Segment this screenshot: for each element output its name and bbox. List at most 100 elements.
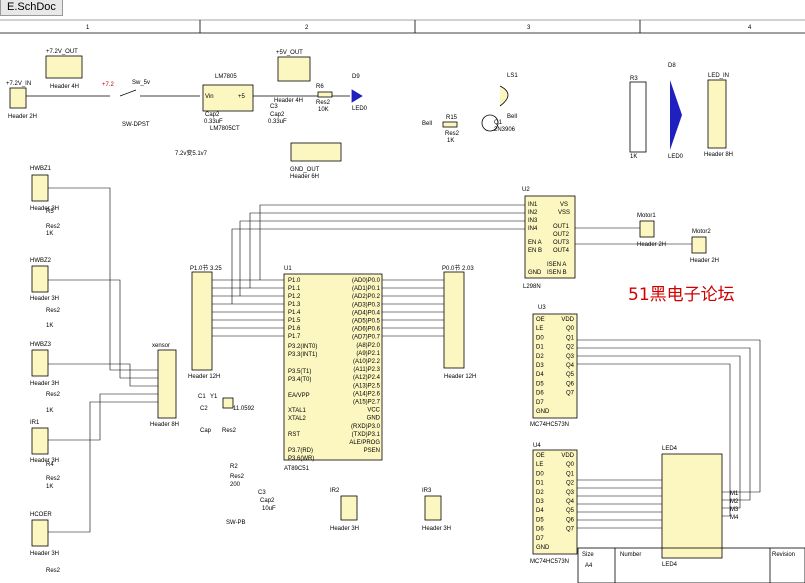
- document-tab[interactable]: E.SchDoc: [0, 0, 63, 16]
- motor2-header: Motor2 Header 2H: [690, 229, 719, 264]
- svg-text:OUT4: OUT4: [553, 248, 570, 254]
- sensor-ir3: IR3 Header 3H: [422, 488, 451, 532]
- svg-text:Motor1: Motor1: [637, 213, 656, 219]
- pin-label: P1.3: [288, 302, 301, 308]
- pin-label: LE: [536, 462, 543, 468]
- svg-text:Res2: Res2: [230, 474, 245, 480]
- svg-text:EN B: EN B: [528, 248, 542, 254]
- svg-text:1K: 1K: [630, 154, 637, 160]
- svg-text:ISEN B: ISEN B: [547, 270, 567, 276]
- pin-label: (A15)P2.7: [353, 400, 381, 406]
- pin-label: (AD3)P0.3: [352, 302, 381, 308]
- pin-label: D2: [536, 490, 544, 496]
- 5v-output-header: +5V_OUT Header 4H: [274, 50, 311, 104]
- forum-title: 51黑电子论坛: [628, 285, 735, 305]
- motor1-header: Motor1 Header 2H: [637, 213, 666, 248]
- pin-label: (AD5)P0.5: [352, 319, 381, 325]
- svg-text:HWBZ2: HWBZ2: [30, 258, 52, 264]
- pin-label: (AD0)P0.0: [352, 278, 381, 284]
- svg-text:R3: R3: [630, 76, 638, 82]
- gnd-out-header: GND_OUT Header 6H: [290, 142, 342, 180]
- svg-text:OUT2: OUT2: [553, 232, 570, 238]
- sensor-ir1: IR1 Header 3H R4 Res2 1K: [30, 420, 61, 490]
- svg-text:Res2: Res2: [46, 476, 61, 482]
- svg-text:Vin: Vin: [205, 94, 214, 100]
- pin-label: GND: [536, 545, 550, 551]
- svg-text:ISEN A: ISEN A: [547, 262, 566, 268]
- pin-label: P3.2(INT0): [288, 344, 317, 350]
- svg-text:M1: M1: [730, 491, 739, 497]
- svg-text:2N3906: 2N3906: [494, 127, 516, 133]
- pin-label: P1.6: [288, 326, 301, 332]
- svg-text:IR2: IR2: [330, 488, 340, 494]
- pin-label: Q2: [566, 481, 575, 487]
- pin-label: (A9)P2.1: [356, 351, 380, 357]
- svg-text:LED_IN: LED_IN: [708, 73, 729, 79]
- svg-text:HCOER: HCOER: [30, 512, 52, 518]
- svg-text:D8: D8: [668, 63, 676, 69]
- pin-label: P1.4: [288, 310, 301, 316]
- pin-label: EA/VPP: [288, 393, 310, 399]
- resistor-r6: R6 Res2 10K: [316, 84, 333, 113]
- pin-label: D4: [536, 508, 544, 514]
- svg-text:R4: R4: [46, 462, 54, 468]
- zone-number: 3: [527, 25, 531, 31]
- svg-text:D9: D9: [352, 74, 360, 80]
- pin-label: D5: [536, 381, 544, 387]
- pin-label: (AD1)P0.1: [352, 286, 381, 292]
- svg-text:A4: A4: [585, 563, 593, 569]
- pin-label: P3.3(INT1): [288, 352, 317, 358]
- svg-text:IN2: IN2: [528, 210, 538, 216]
- svg-text:Header 3H: Header 3H: [30, 551, 59, 557]
- svg-text:Header 8H: Header 8H: [704, 152, 733, 158]
- seven-segment-led4: LED4 LED4 M1 M2 M3 M4: [661, 446, 739, 568]
- svg-text:M4: M4: [730, 515, 739, 521]
- svg-text:Res2: Res2: [46, 568, 61, 574]
- zone-number: 2: [305, 25, 309, 31]
- svg-text:Header 3H: Header 3H: [30, 458, 59, 464]
- svg-text:Res2: Res2: [46, 392, 61, 398]
- pin-label: P3.6(WR): [288, 456, 314, 462]
- svg-text:R6: R6: [316, 84, 324, 90]
- svg-text:IN1: IN1: [528, 202, 538, 208]
- pin-label: GND: [367, 416, 381, 422]
- sensor-hwbz2: HWBZ2 Header 3H Res2 1K: [30, 258, 61, 329]
- svg-text:VSS: VSS: [558, 210, 570, 216]
- svg-text:1K: 1K: [46, 484, 53, 490]
- pin-label: GND: [536, 409, 550, 415]
- pin-label: D6: [536, 527, 544, 533]
- svg-text:U2: U2: [522, 187, 530, 193]
- pin-label: XTAL1: [288, 408, 307, 414]
- pin-label: D0: [536, 335, 544, 341]
- svg-text:+7.2V_IN: +7.2V_IN: [6, 81, 31, 87]
- svg-text:Header 2H: Header 2H: [637, 242, 666, 248]
- svg-text:LED0: LED0: [668, 154, 684, 160]
- voltage-note: 7.2v变5.1v7: [175, 149, 208, 157]
- sensor-hwbz1: HWBZ1 Header 3H R5 Res2 1K: [30, 166, 61, 237]
- sensor-hwbz3: HWBZ3 Header 3H Res2 1K: [30, 342, 61, 414]
- pin-label: (RXD)P3.0: [351, 424, 381, 430]
- svg-text:Bell: Bell: [507, 114, 517, 120]
- latch-u4: U4 MC74HC573N OELED0D1D2D3D4D5D6D7GNDVDD…: [530, 443, 578, 565]
- svg-text:Header 6H: Header 6H: [290, 174, 319, 180]
- pin-label: (A14)P2.6: [353, 391, 381, 397]
- pin-label: D7: [536, 536, 544, 542]
- svg-text:Header 2H: Header 2H: [690, 258, 719, 264]
- svg-text:U3: U3: [538, 305, 546, 311]
- svg-text:Header 2H: Header 2H: [8, 114, 37, 120]
- pin-label: D2: [536, 354, 544, 360]
- pin-label: (AD7)P0.7: [352, 335, 381, 341]
- svg-text:Sw_5v: Sw_5v: [132, 80, 150, 86]
- pin-label: (AD4)P0.4: [352, 310, 381, 316]
- pin-label: P1.1: [288, 286, 301, 292]
- cap-value: 0.33uF: [268, 119, 287, 125]
- pin-label: P1.2: [288, 294, 301, 300]
- p1-header: P1.0节 3.25 Header 12H: [188, 264, 222, 380]
- pin-label: (A8)P2.0: [356, 343, 380, 349]
- pin-label: VCC: [367, 408, 380, 414]
- svg-text:U1: U1: [284, 266, 292, 272]
- svg-text:SW-DPST: SW-DPST: [122, 122, 150, 128]
- pin-label: RST: [288, 432, 300, 438]
- svg-text:GND_OUT: GND_OUT: [290, 167, 320, 173]
